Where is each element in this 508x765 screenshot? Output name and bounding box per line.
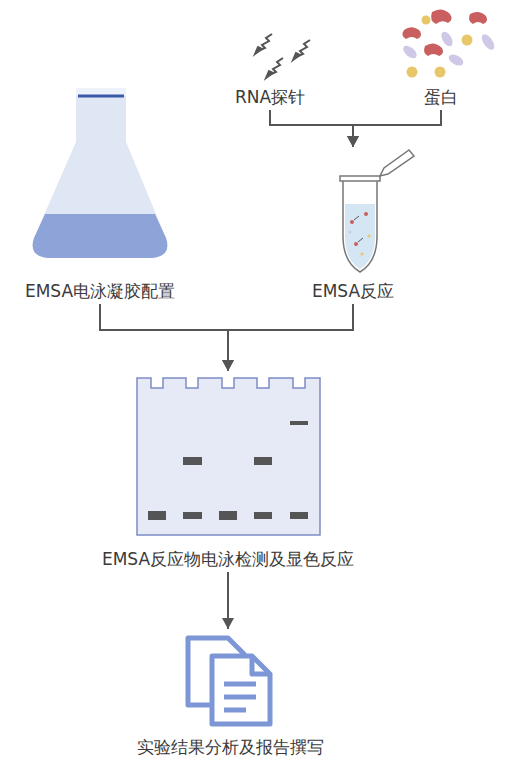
- gel-prep-node: EMSA电泳凝胶配置: [10, 85, 190, 302]
- gel-icon: [137, 378, 320, 535]
- node-label: 实验结果分析及报告撰写: [137, 736, 324, 758]
- arrow-head: [222, 360, 234, 371]
- flow-connector: [100, 304, 234, 371]
- rna-probe-icon: [255, 34, 310, 78]
- connector-line: [270, 110, 353, 147]
- flow-connector: [222, 572, 234, 629]
- node-label: RNA探针: [235, 86, 305, 108]
- arrow-head: [347, 136, 359, 147]
- connector-line: [227, 572, 229, 629]
- protein-node: 蛋白: [396, 10, 486, 108]
- arrow-head: [347, 136, 359, 147]
- connector-line: [353, 110, 441, 147]
- documents-icon: [188, 638, 270, 724]
- protein-icon: [401, 9, 497, 77]
- node-label: EMSA反应: [312, 280, 394, 302]
- electrophoresis-node: EMSA反应物电泳检测及显色反应: [30, 372, 426, 570]
- node-label: EMSA电泳凝胶配置: [25, 280, 175, 302]
- node-label: EMSA反应物电泳检测及显色反应: [102, 548, 354, 570]
- flow-connector: [222, 304, 353, 371]
- node-label: 蛋白: [424, 86, 458, 108]
- flow-connector: [347, 110, 441, 147]
- flow-connector: [270, 110, 359, 147]
- connector-line: [228, 304, 353, 371]
- report-node: 实验结果分析及报告撰写: [100, 630, 360, 758]
- arrow-head: [222, 360, 234, 371]
- tube-icon: [340, 150, 414, 272]
- arrow-head: [222, 618, 234, 629]
- probe-node: RNA探针: [222, 30, 318, 108]
- reaction-node: EMSA反应: [288, 148, 418, 302]
- flask-icon: [33, 88, 168, 258]
- connector-line: [100, 304, 228, 371]
